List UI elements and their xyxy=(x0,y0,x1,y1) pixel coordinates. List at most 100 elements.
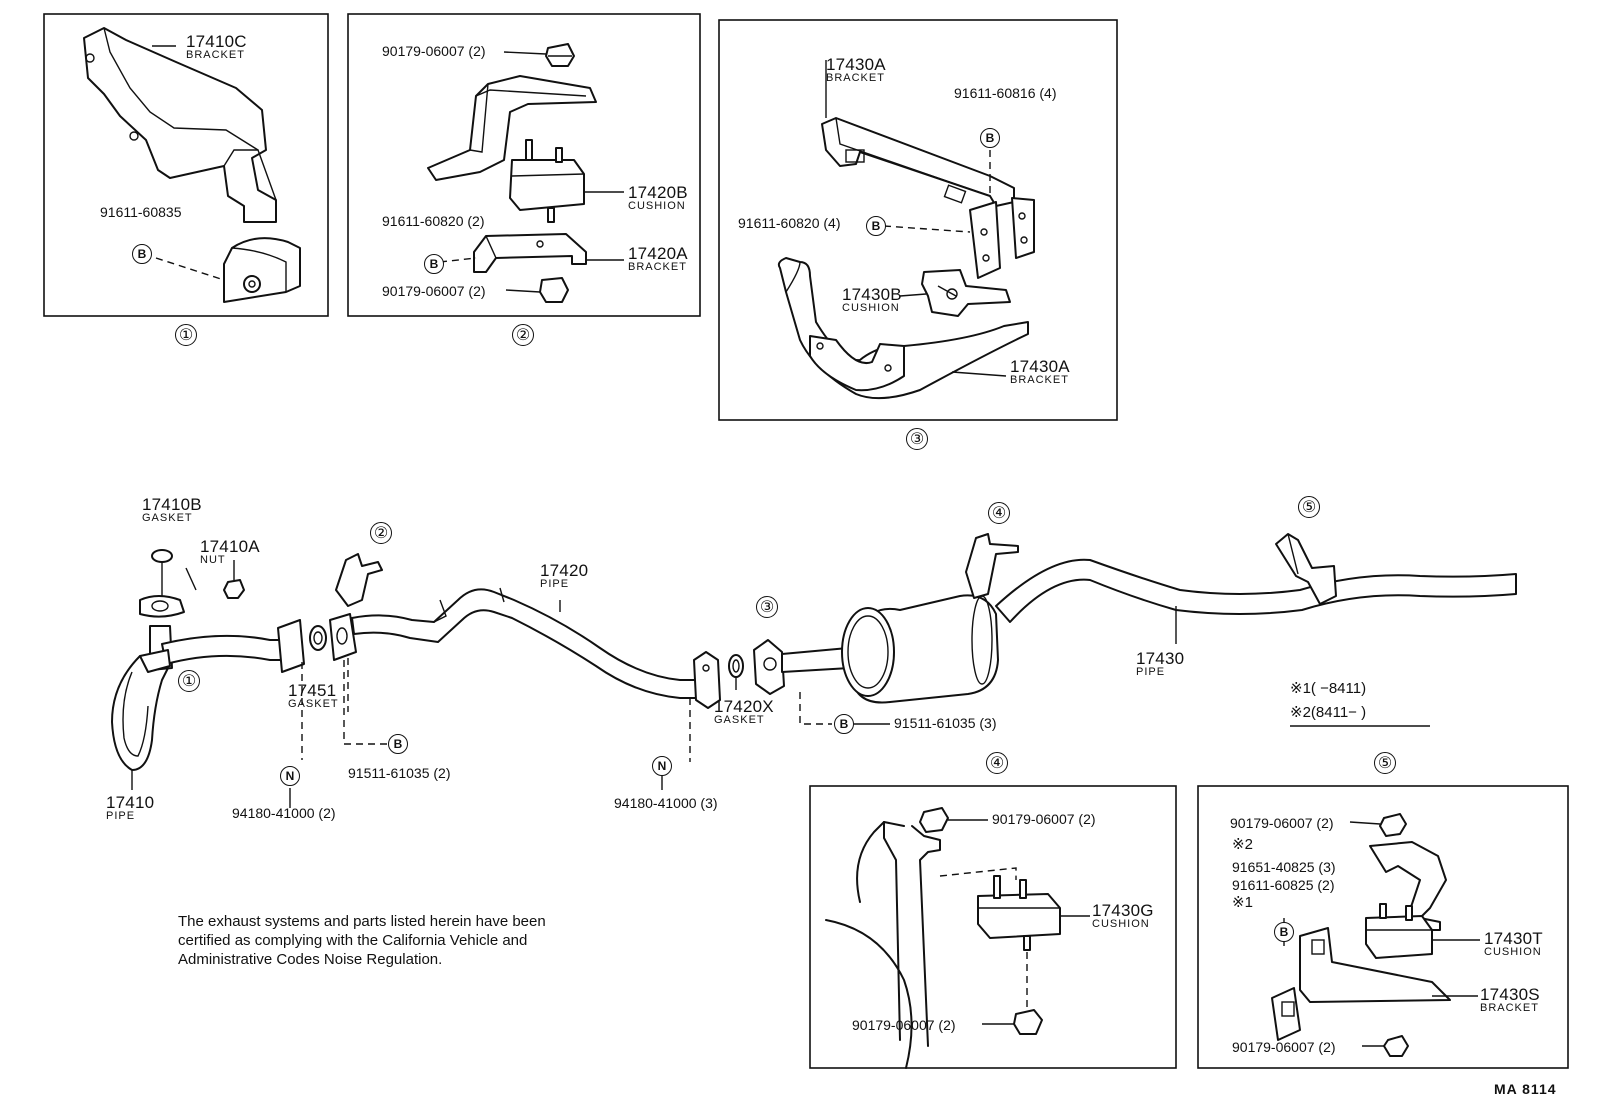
label-17451: 17451 xyxy=(288,681,337,700)
detail-index-2: ② xyxy=(512,324,534,346)
label-b3-91611-60820: 91611-60820 (4) xyxy=(738,215,841,231)
certification-note-line-1: The exhaust systems and parts listed her… xyxy=(178,913,546,930)
label-17451-sub: GASKET xyxy=(288,698,339,710)
bolt-symbol-b3-top: B xyxy=(980,128,1000,148)
label-91611-60835: 91611-60835 xyxy=(100,204,182,220)
certification-note-line-3: Administrative Codes Noise Regulation. xyxy=(178,951,443,968)
label-b5-90179-top: 90179-06007 (2) xyxy=(1230,815,1334,831)
label-17420-sub: PIPE xyxy=(540,578,570,590)
label-17430a-bot: 17430A xyxy=(1010,357,1070,376)
box4-nut-top xyxy=(919,807,949,833)
label-17420a-sub: BRACKET xyxy=(628,261,687,273)
detail-box-4 xyxy=(809,785,1177,1069)
label-b2-90179-top: 90179-06007 (2) xyxy=(382,43,486,59)
pipe-bracket-ref2 xyxy=(335,553,383,607)
detail-box-5 xyxy=(1197,785,1569,1069)
label-91511-61035-3: 91511-61035 (3) xyxy=(894,715,997,731)
label-17430b-sub: CUSHION xyxy=(842,302,900,314)
bolt-symbol-main-2: B xyxy=(834,714,854,734)
label-91511-61035-2: 91511-61035 (2) xyxy=(348,765,451,781)
bracket-upper-box2 xyxy=(427,75,597,181)
certification-note-line-2: certified as complying with the Californ… xyxy=(178,932,528,949)
bolt-symbol-b1: B xyxy=(132,244,152,264)
label-17430t: 17430T xyxy=(1484,929,1543,948)
label-17430a-top: 17430A xyxy=(826,55,886,74)
label-17430a-bot-sub: BRACKET xyxy=(1010,374,1069,386)
label-17410a: 17410A xyxy=(200,537,260,556)
label-17420b-sub: CUSHION xyxy=(628,200,686,212)
label-17410a-sub: NUT xyxy=(200,554,226,566)
box4-muffler-bracket xyxy=(825,821,941,1069)
cushion-17420b-drawing xyxy=(509,139,585,223)
bolt-symbol-b5: B xyxy=(1274,922,1294,942)
detail-index-4: ④ xyxy=(986,752,1008,774)
nut-17410a-drawing xyxy=(223,579,245,599)
ref-circle-1: ① xyxy=(178,670,200,692)
gasket-17410b-drawing xyxy=(151,549,173,563)
ref-circle-3: ③ xyxy=(756,596,778,618)
bracket-17430a-upper-drawing xyxy=(821,117,1035,279)
label-17420: 17420 xyxy=(540,561,589,580)
detail-index-3: ③ xyxy=(906,428,928,450)
label-17430a-top-sub: BRACKET xyxy=(826,72,885,84)
detail-index-1: ① xyxy=(175,324,197,346)
detail-box-1 xyxy=(43,13,329,317)
label-b5-90179-bot: 90179-06007 (2) xyxy=(1232,1039,1336,1055)
label-17430t-sub: CUSHION xyxy=(1484,946,1542,958)
label-b4-90179-top: 90179-06007 (2) xyxy=(992,811,1096,827)
label-17430s-sub: BRACKET xyxy=(1480,1002,1539,1014)
label-17420x: 17420X xyxy=(714,697,774,716)
serial-note-2: ※2(8411− ) xyxy=(1290,704,1367,721)
label-17430s: 17430S xyxy=(1480,985,1540,1004)
bolt-symbol-b3-mid: B xyxy=(866,216,886,236)
flange-joint-drawing xyxy=(277,613,357,673)
label-b2-91611-60820: 91611-60820 (2) xyxy=(382,213,485,229)
box5-bracket-upper xyxy=(1369,841,1447,931)
ref-circle-5: ⑤ xyxy=(1298,496,1320,518)
label-b4-90179-bot: 90179-06007 (2) xyxy=(852,1017,956,1033)
muffler-inlet-pipe xyxy=(781,647,851,673)
center-pipe-17420-drawing xyxy=(351,587,701,699)
label-91611-60825: 91611-60825 (2) xyxy=(1232,877,1335,893)
bolt-symbol-main-1: B xyxy=(388,734,408,754)
nut-bottom-box2 xyxy=(539,277,569,303)
cushion-17430b-drawing xyxy=(921,269,1011,317)
detail-index-5: ⑤ xyxy=(1374,752,1396,774)
flange-17420x-drawing xyxy=(693,639,785,709)
figure-code: MA 8114 xyxy=(1494,1081,1557,1097)
label-17410: 17410 xyxy=(106,793,155,812)
label-17430-sub: PIPE xyxy=(1136,666,1166,678)
label-17410b-sub: GASKET xyxy=(142,512,193,524)
label-17410c: 17410C xyxy=(186,32,247,51)
label-b5-ast2: ※2 xyxy=(1232,836,1253,853)
serial-note-1: ※1( −8411) xyxy=(1290,680,1367,697)
cushion-17430t-drawing xyxy=(1365,903,1433,959)
label-17430: 17430 xyxy=(1136,649,1185,668)
ref-circle-4: ④ xyxy=(988,502,1010,524)
nut-symbol-main-2: N xyxy=(652,756,672,776)
label-17410c-sub: BRACKET xyxy=(186,49,245,61)
label-b5-ast1: ※1 xyxy=(1232,894,1253,911)
nut-symbol-main-1: N xyxy=(280,766,300,786)
label-17410b: 17410B xyxy=(142,495,202,514)
box5-nut-bottom xyxy=(1383,1035,1409,1057)
ref-circle-2: ② xyxy=(370,522,392,544)
label-94180-41000-3: 94180-41000 (3) xyxy=(614,795,718,811)
label-94180-41000-2: 94180-41000 (2) xyxy=(232,805,336,821)
cushion-17430g-drawing xyxy=(977,875,1061,951)
label-b2-90179-bot: 90179-06007 (2) xyxy=(382,283,486,299)
label-17420b: 17420B xyxy=(628,183,688,202)
detail-box-2 xyxy=(347,13,701,317)
label-17410-sub: PIPE xyxy=(106,810,136,822)
front-pipe-17410-drawing xyxy=(111,595,301,771)
label-17430g-sub: CUSHION xyxy=(1092,918,1150,930)
bracket-17430a-lower-drawing xyxy=(777,257,1029,400)
label-91611-60816: 91611-60816 (4) xyxy=(954,85,1057,101)
label-17430b: 17430B xyxy=(842,285,902,304)
bracket-17420a-drawing xyxy=(473,233,587,273)
bracket-17410c-drawing xyxy=(83,27,277,223)
tail-pipe-17430-drawing xyxy=(995,533,1517,623)
box5-nut-top xyxy=(1379,813,1407,837)
clamp-drawing xyxy=(223,237,301,303)
